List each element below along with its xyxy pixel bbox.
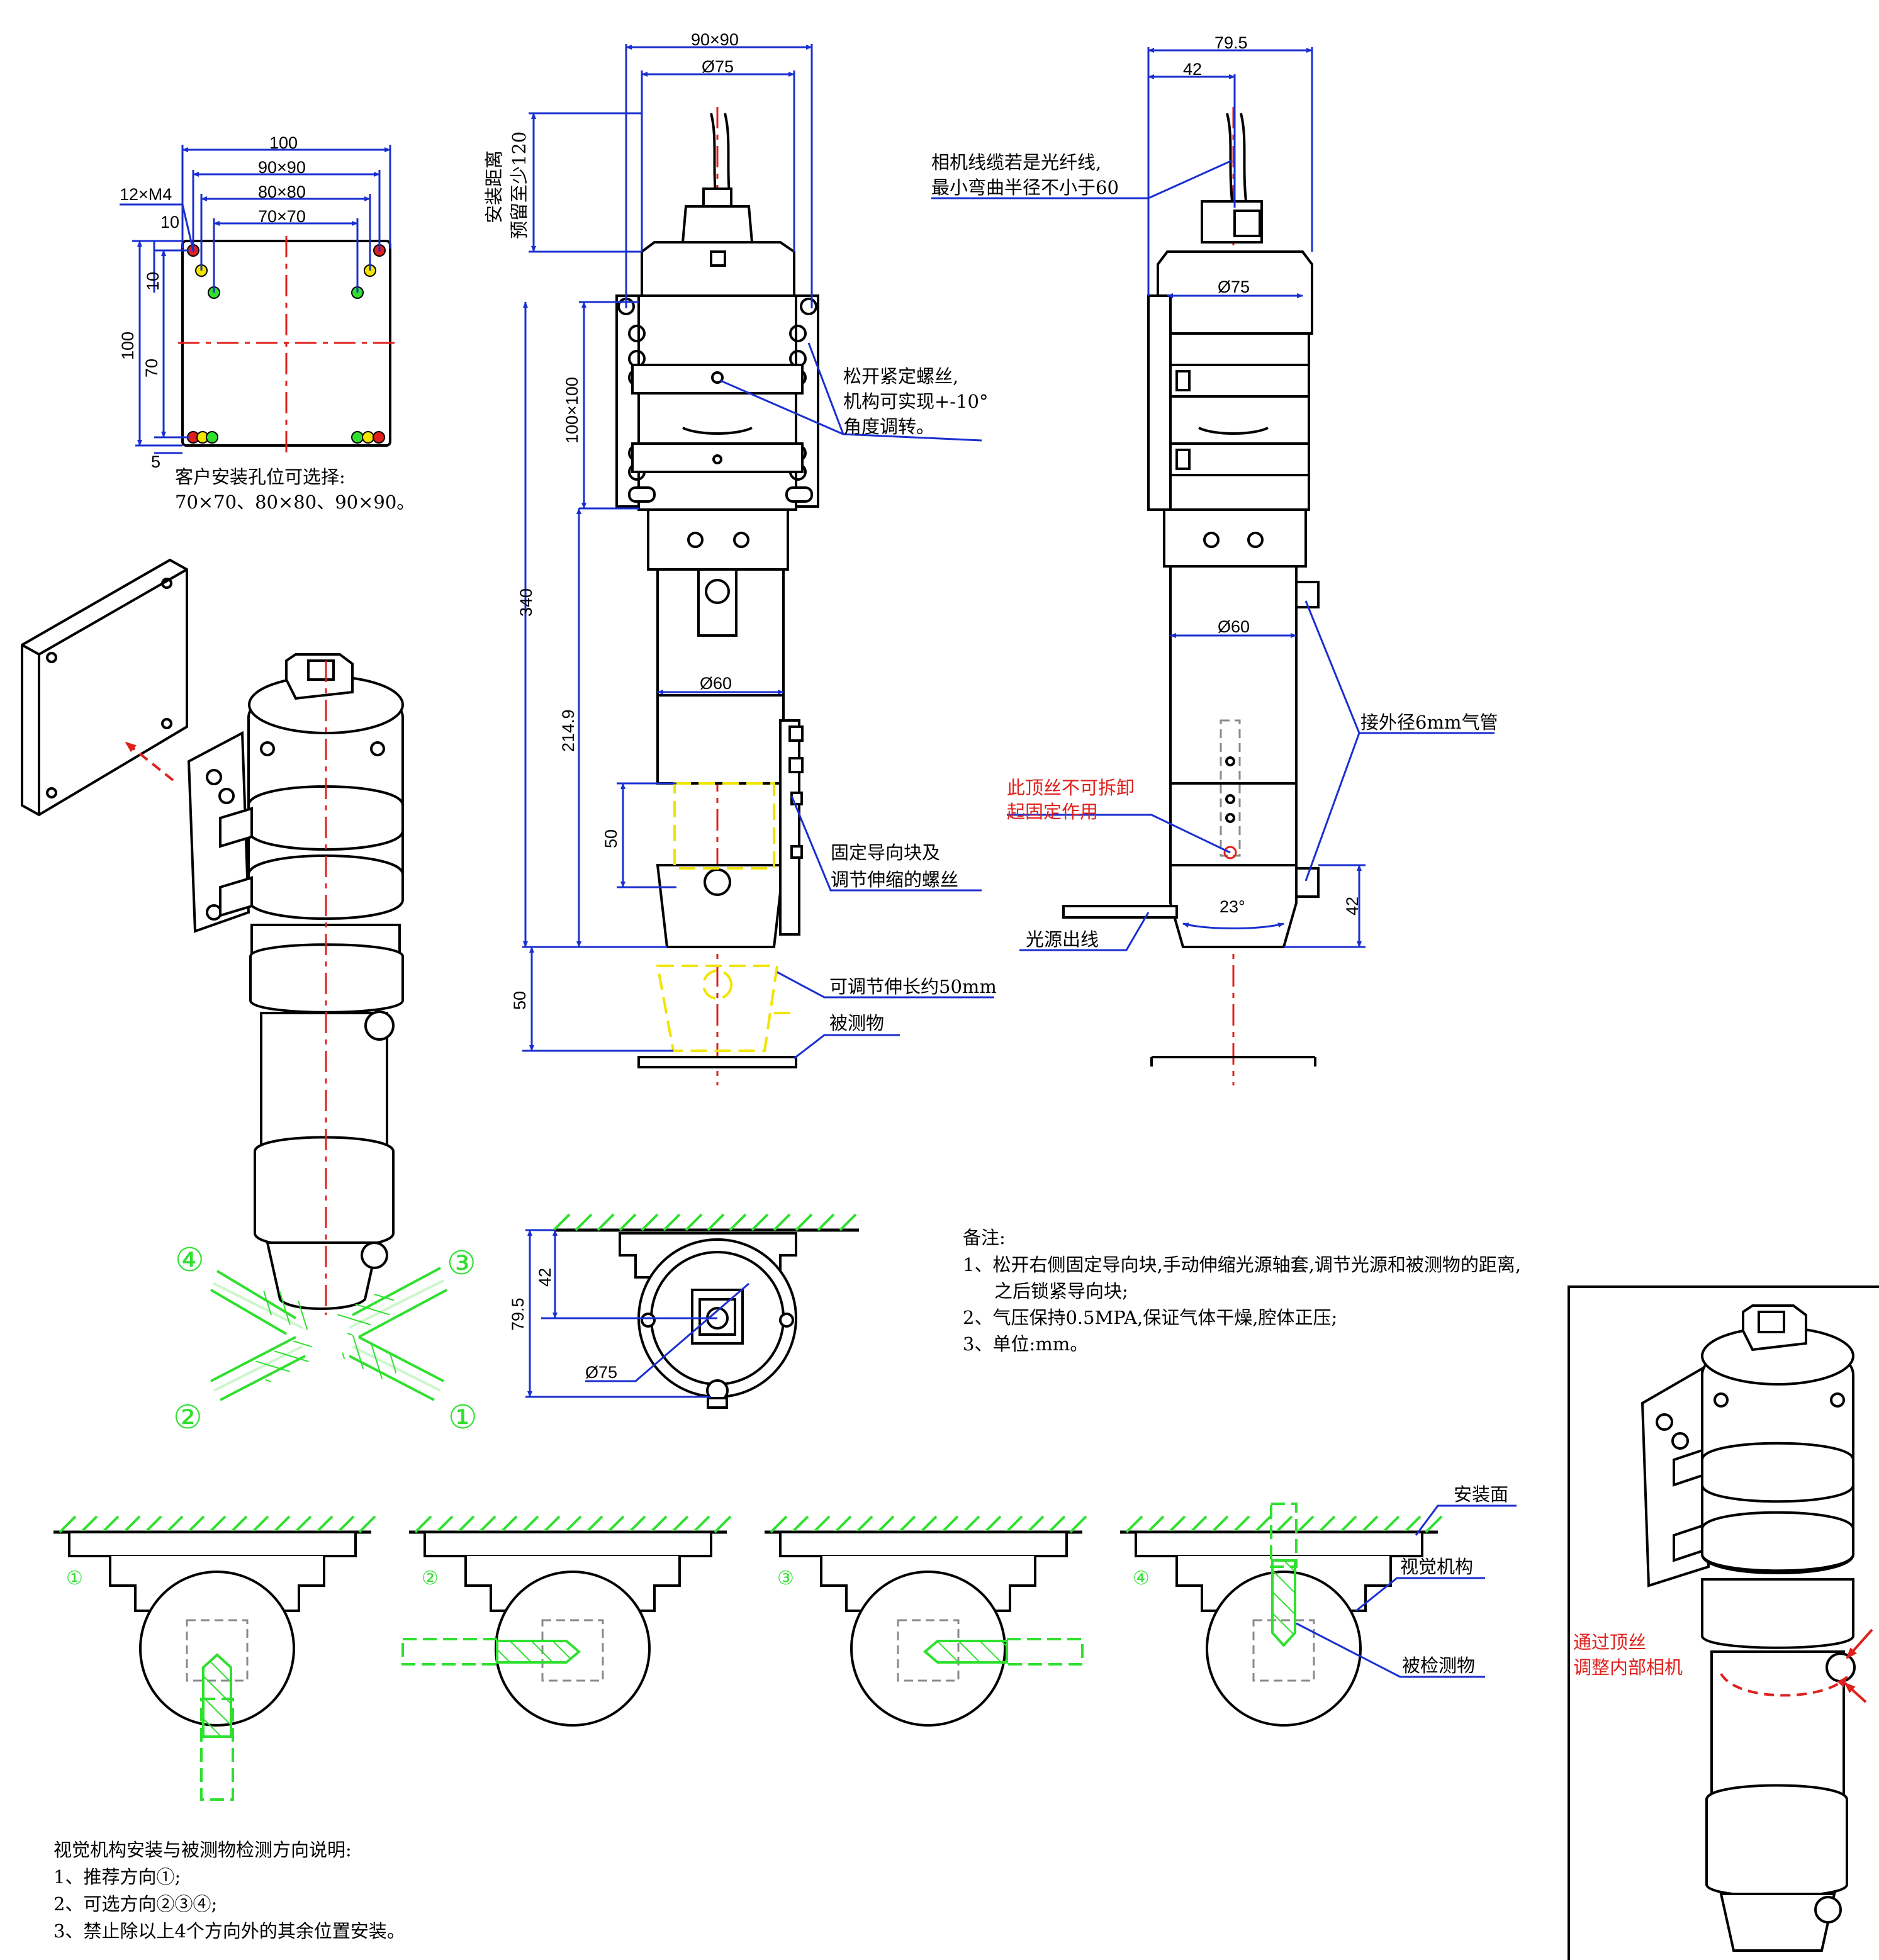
dim-10-top: 10 (160, 213, 179, 232)
remarks-line-1b: 之后锁紧导向块; (994, 1280, 1128, 1302)
dim-340: 340 (517, 588, 536, 617)
dim-100-side: 100 (118, 332, 137, 360)
direction-objects: ④ ③ ② ① (173, 1241, 478, 1436)
remarks-line-1: 1、松开右侧固定导向块,手动伸缩光源轴套,调节光源和被测物的距离, (963, 1254, 1521, 1275)
bottom-view: 42 79.5 Ø75 (508, 1213, 859, 1409)
remarks: 备注: 1、松开右侧固定导向块,手动伸缩光源轴套,调节光源和被测物的距离, 之后… (963, 1227, 1521, 1355)
install-view-mark: ④ (1133, 1568, 1150, 1589)
mount-note-1: 客户安装孔位可选择: (175, 466, 345, 488)
inset-panel: 通过顶丝 调整内部相机 (1568, 1285, 1879, 1960)
install-view-mark: ② (422, 1568, 439, 1589)
install-view-mark: ① (66, 1568, 83, 1589)
inset-note-1: 通过顶丝 (1573, 1632, 1646, 1653)
side-dim-23deg: 23° (1220, 897, 1245, 916)
side-dim-42-b: 42 (1343, 897, 1362, 916)
mounting-plan: 100 90×90 80×80 70×70 12×M4 10 10 100 70… (118, 133, 415, 513)
remarks-title: 备注: (963, 1227, 1006, 1248)
object-note: 被测物 (829, 1012, 884, 1034)
screw-note-2: 起固定作用 (1007, 801, 1098, 822)
front-dim-90x90: 90×90 (691, 30, 739, 49)
screw-note-1: 此顶丝不可拆卸 (1007, 777, 1135, 798)
stretch-note: 可调节伸长约50mm (829, 976, 997, 997)
dim-214-9: 214.9 (559, 709, 578, 752)
direction-note-title: 视觉机构安装与被测物检测方向说明: (53, 1839, 352, 1861)
dim-50-b: 50 (510, 991, 529, 1010)
dim-12xM4: 12×M4 (120, 185, 172, 204)
install-view-1: ① (53, 1515, 376, 1801)
front-view: 90×90 Ø75 安装距离 预留至少120 100×100 340 214.9… (483, 30, 997, 1085)
dim-10-side: 10 (143, 272, 162, 291)
install-views: ① ② ③ ④ (53, 1503, 1443, 1801)
install-labels: 安装面 视觉机构 被检测物 (1296, 1484, 1517, 1678)
direction-note-1: 1、推荐方向①; (53, 1866, 181, 1888)
guide-note-2: 调节伸缩的螺丝 (831, 869, 958, 890)
dim-90x90: 90×90 (258, 158, 306, 177)
bottom-dim-79-5: 79.5 (508, 1297, 527, 1331)
dim-70x70: 70×70 (258, 207, 306, 226)
light-note: 光源出线 (1026, 929, 1099, 950)
guide-note-1: 固定导向块及 (831, 842, 940, 863)
side-dim-d75: Ø75 (1218, 277, 1250, 296)
bottom-dim-42: 42 (536, 1268, 554, 1287)
label-inspected-object: 被检测物 (1402, 1655, 1475, 1676)
install-view-2: ② (401, 1515, 732, 1727)
air-note: 接外径6mm气管 (1360, 712, 1498, 733)
install-view-4: ④ (1120, 1503, 1443, 1727)
side-dim-79-5: 79.5 (1214, 33, 1248, 52)
bottom-note: 视觉机构安装与被测物检测方向说明: 1、推荐方向①; 2、可选方向②③④; 3、… (53, 1839, 405, 1942)
side-view: 79.5 42 相机线缆若是光纤线, 最小弯曲半径不小于60 Ø75 Ø60 接… (931, 33, 1498, 1085)
cable-note-2: 最小弯曲半径不小于60 (931, 177, 1119, 198)
dim-70-side: 70 (142, 359, 161, 378)
side-dim-d60: Ø60 (1218, 617, 1250, 636)
isometric-assembly (21, 558, 404, 1315)
install-view-mark: ③ (777, 1568, 794, 1589)
dim-80x80: 80×80 (258, 182, 306, 201)
remarks-line-3: 3、单位:mm。 (963, 1333, 1088, 1355)
bottom-dim-d75: Ø75 (585, 1363, 617, 1382)
loosen-note-1: 松开紧定螺丝, (843, 366, 958, 387)
inset-note-2: 调整内部相机 (1573, 1657, 1683, 1678)
front-dim-d75: Ø75 (702, 57, 734, 76)
dim-5: 5 (151, 452, 160, 471)
install-distance-1: 安装距离 (483, 150, 505, 223)
dir-mark-4: ④ (175, 1241, 205, 1279)
mount-note-2: 70×70、80×80、90×90。 (175, 491, 415, 513)
install-view-3: ③ (765, 1515, 1087, 1727)
loosen-note-3: 角度调转。 (843, 416, 934, 437)
direction-note-3: 3、禁止除以上4个方向外的其余位置安装。 (53, 1920, 405, 1942)
direction-note-2: 2、可选方向②③④; (53, 1893, 217, 1915)
remarks-line-2: 2、气压保持0.5MPA,保证气体干燥,腔体正压; (963, 1307, 1337, 1328)
front-dim-d60: Ø60 (700, 674, 732, 693)
install-distance-2: 预留至少120 (508, 132, 530, 239)
dir-mark-2: ② (173, 1399, 203, 1436)
dim-100x100: 100×100 (563, 377, 581, 444)
dim-50-a: 50 (602, 829, 620, 848)
loosen-note-2: 机构可实现+-10° (843, 391, 989, 412)
cable-note-1: 相机线缆若是光纤线, (931, 152, 1101, 173)
dim-100: 100 (269, 133, 298, 152)
dir-mark-1: ① (448, 1399, 478, 1436)
label-vision-mechanism: 视觉机构 (1400, 1556, 1473, 1577)
side-dim-42: 42 (1183, 60, 1202, 79)
dir-mark-3: ③ (447, 1245, 476, 1282)
label-mount-surface: 安装面 (1454, 1484, 1508, 1505)
